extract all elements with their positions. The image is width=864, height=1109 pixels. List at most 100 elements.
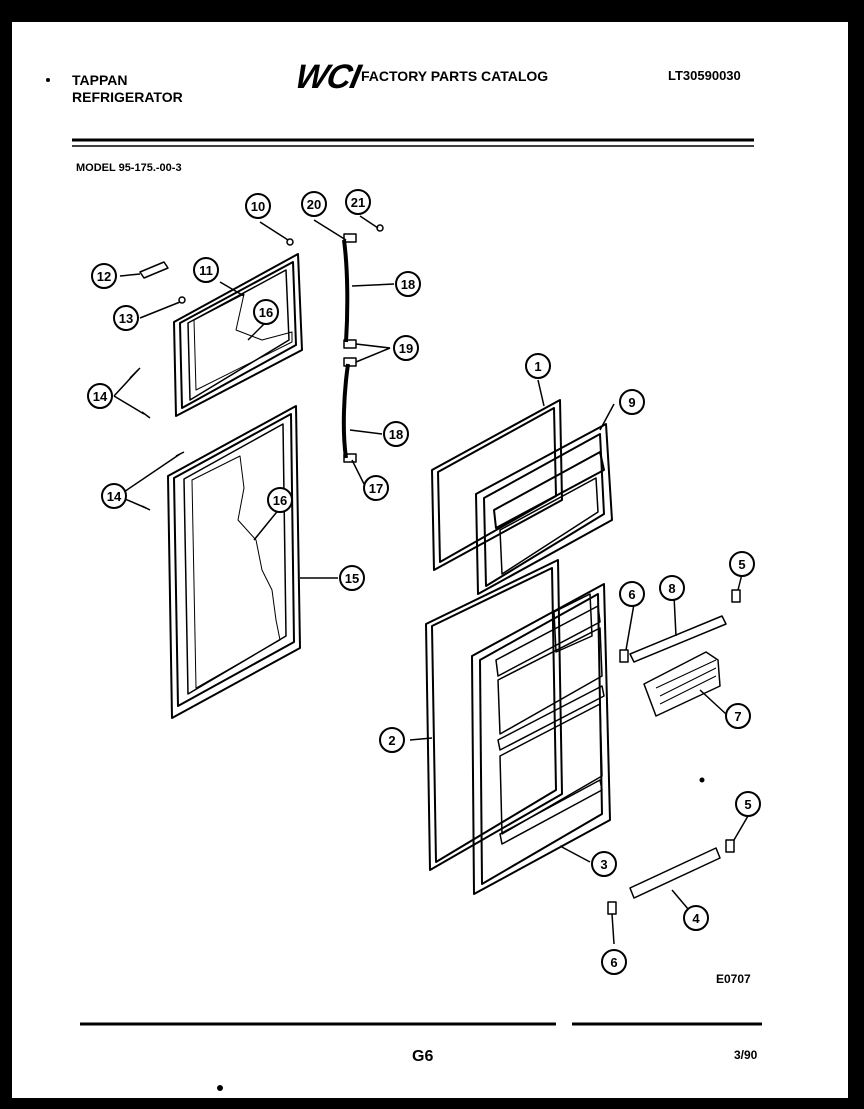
callout-number: 19 xyxy=(399,341,413,356)
callout-number: 1 xyxy=(534,359,541,374)
callout-1: 1 xyxy=(525,353,551,379)
callout-circle xyxy=(339,565,365,591)
callout-18: 18 xyxy=(383,421,409,447)
callout-number: 4 xyxy=(692,911,700,926)
part-12-trim xyxy=(139,261,169,279)
callout-circle xyxy=(725,703,751,729)
callout-circle xyxy=(253,299,279,325)
callout-number: 14 xyxy=(93,389,108,404)
scan-speck xyxy=(217,1085,223,1091)
diagram-code: E0707 xyxy=(716,972,751,986)
callout-6: 6 xyxy=(619,581,645,607)
brand-block: TAPPAN REFRIGERATOR xyxy=(72,72,183,106)
callout-number: 16 xyxy=(273,493,287,508)
callout-13: 13 xyxy=(113,305,139,331)
callout-number: 11 xyxy=(199,263,213,278)
callout-7: 7 xyxy=(725,703,751,729)
paper xyxy=(12,22,834,1098)
dairy-door-cover xyxy=(643,651,721,717)
catalog-number: LT30590030 xyxy=(668,68,741,83)
callout-circle xyxy=(345,189,371,215)
callout-circle xyxy=(619,581,645,607)
callout-21: 21 xyxy=(345,189,371,215)
callout-10: 10 xyxy=(245,193,271,219)
callout-16: 16 xyxy=(267,487,293,513)
callout-number: 6 xyxy=(628,587,635,602)
scan-speck xyxy=(46,78,50,82)
callout-circle xyxy=(301,191,327,217)
callout-circle xyxy=(363,475,389,501)
callout-circle xyxy=(267,487,293,513)
callout-number: 14 xyxy=(107,489,122,504)
catalog-title: FACTORY PARTS CATALOG xyxy=(361,68,549,84)
end-cap-upper-right xyxy=(731,589,741,603)
door-shelf-rail-upper xyxy=(629,615,727,663)
model-number: MODEL 95-175.-00-3 xyxy=(76,162,182,174)
callout-8: 8 xyxy=(659,575,685,601)
wci-logo: WCI xyxy=(292,58,364,96)
callout-circle xyxy=(101,483,127,509)
callout-number: 21 xyxy=(351,195,365,210)
callout-circle xyxy=(383,421,409,447)
callout-12: 12 xyxy=(91,263,117,289)
callout-9: 9 xyxy=(619,389,645,415)
callout-number: 13 xyxy=(119,311,133,326)
callout-number: 16 xyxy=(259,305,273,320)
callout-circle xyxy=(113,305,139,331)
part-10-screw xyxy=(286,238,294,246)
callout-number: 3 xyxy=(600,857,607,872)
fresh-food-inner-door xyxy=(471,583,611,895)
callout-circle xyxy=(601,949,627,975)
callout-2: 2 xyxy=(379,727,405,753)
fresh-food-gasket xyxy=(425,559,563,871)
callout-circle xyxy=(193,257,219,283)
callout-circle xyxy=(659,575,685,601)
callout-16: 16 xyxy=(253,299,279,325)
callout-number: 15 xyxy=(345,571,359,586)
end-cap-lower-right xyxy=(725,839,735,853)
callout-number: 5 xyxy=(738,557,745,572)
fresh-food-door-panel xyxy=(167,405,301,719)
revision-date: 3/90 xyxy=(734,1048,758,1062)
callout-circle xyxy=(683,905,709,931)
callout-5: 5 xyxy=(729,551,755,577)
callout-number: 17 xyxy=(369,481,383,496)
callout-circle xyxy=(525,353,551,379)
callout-number: 18 xyxy=(401,277,415,292)
callout-6: 6 xyxy=(601,949,627,975)
scan-speck xyxy=(699,777,705,783)
callout-number: 2 xyxy=(388,733,395,748)
callout-15: 15 xyxy=(339,565,365,591)
callout-circle xyxy=(379,727,405,753)
callout-17: 17 xyxy=(363,475,389,501)
callout-3: 3 xyxy=(591,851,617,877)
callout-number: 6 xyxy=(610,955,617,970)
page-number: G6 xyxy=(412,1048,434,1065)
callout-circle xyxy=(619,389,645,415)
callout-5: 5 xyxy=(735,791,761,817)
callout-19: 19 xyxy=(393,335,419,361)
paper-right-margin xyxy=(834,22,848,1098)
part-13-screw xyxy=(178,296,186,304)
callout-14: 14 xyxy=(87,383,113,409)
callout-number: 5 xyxy=(744,797,751,812)
callout-18: 18 xyxy=(395,271,421,297)
freezer-inner-door xyxy=(475,423,613,595)
callout-number: 7 xyxy=(734,709,741,724)
callout-circle xyxy=(395,271,421,297)
callout-circle xyxy=(729,551,755,577)
callout-20: 20 xyxy=(301,191,327,217)
callout-4: 4 xyxy=(683,905,709,931)
door-shelf-rail-lower xyxy=(629,847,721,899)
callout-number: 10 xyxy=(251,199,265,214)
callout-number: 12 xyxy=(97,269,111,284)
callout-number: 8 xyxy=(668,581,675,596)
callout-circle xyxy=(735,791,761,817)
callout-circle xyxy=(91,263,117,289)
end-cap-upper-left xyxy=(619,649,629,663)
callout-number: 9 xyxy=(628,395,635,410)
callout-circle xyxy=(591,851,617,877)
callout-circle xyxy=(245,193,271,219)
